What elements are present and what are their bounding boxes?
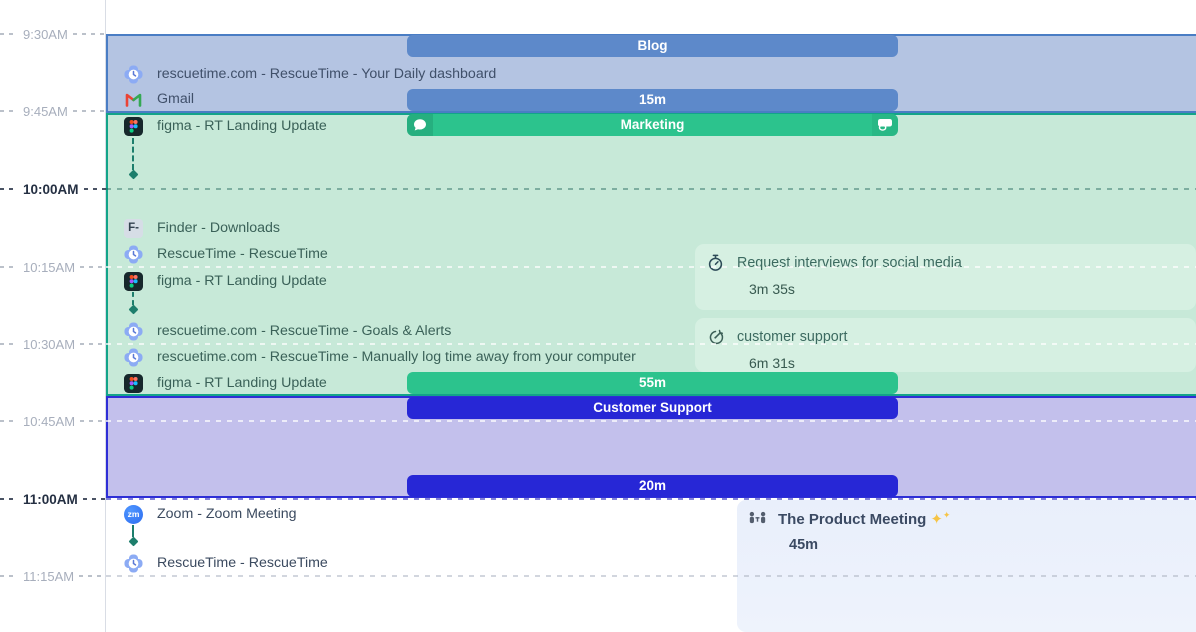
time-label: 9:45AM [23, 103, 68, 119]
rescuetime-icon [124, 347, 143, 367]
category-duration-blog: 15m [407, 89, 898, 111]
activity-label: RescueTime - RescueTime [157, 555, 328, 571]
time-label-row: 10:30AM [0, 335, 106, 353]
activity-row[interactable]: RescueTime - RescueTime [124, 553, 328, 573]
activity-row[interactable]: Gmail [124, 89, 194, 109]
gridline-1015am [106, 266, 1196, 268]
category-header-customer-support[interactable]: Customer Support [407, 397, 898, 419]
time-label-row: 9:30AM [0, 25, 106, 43]
activity-connector [132, 292, 134, 305]
zoom-icon: zm [124, 504, 143, 524]
category-duration-customer-support: 20m [407, 475, 898, 497]
category-duration-marketing: 55m [407, 372, 898, 394]
time-label: 10:30AM [23, 336, 76, 352]
time-label-row: 10:00AM [0, 180, 106, 198]
activity-row[interactable]: rescuetime.com - RescueTime - Manually l… [124, 347, 636, 367]
gridline-10am [106, 188, 1196, 190]
task-duration: 6m 31s [749, 355, 795, 371]
rescuetime-icon [124, 64, 143, 84]
time-axis-line [105, 0, 106, 632]
activity-label: RescueTime - RescueTime [157, 246, 328, 262]
task-card[interactable]: customer support 6m 31s [695, 318, 1196, 372]
time-label-row: 9:45AM [0, 102, 106, 120]
activity-row[interactable]: rescuetime.com - RescueTime - Goals & Al… [124, 321, 451, 341]
task-title: Request interviews for social media [737, 254, 962, 271]
time-label: 9:30AM [23, 26, 68, 42]
time-label-row: 11:15AM [0, 567, 106, 585]
rescuetime-icon [124, 321, 143, 341]
figma-icon [124, 373, 143, 393]
activity-label: rescuetime.com - RescueTime - Goals & Al… [157, 323, 452, 339]
category-header-marketing[interactable]: Marketing [407, 114, 898, 136]
activity-row[interactable]: zm Zoom - Zoom Meeting [124, 504, 297, 524]
figma-icon [124, 116, 143, 136]
chat-bubble-icon[interactable] [407, 114, 433, 136]
finder-icon: F- [124, 218, 143, 238]
gridline-1115am [106, 575, 1196, 577]
time-label-row: 10:45AM [0, 412, 106, 430]
activity-label: figma - RT Landing Update [157, 118, 327, 134]
meeting-duration: 45m [789, 537, 819, 553]
task-title: customer support [737, 328, 848, 345]
time-label-row: 10:15AM [0, 258, 106, 276]
task-duration: 3m 35s [749, 281, 795, 297]
activity-row[interactable]: RescueTime - RescueTime [124, 244, 328, 264]
meeting-card[interactable]: The Product Meeting✦✦ 45m [737, 500, 1196, 632]
gmail-icon [124, 90, 143, 109]
category-header-blog[interactable]: Blog [407, 35, 898, 57]
comment-note-icon[interactable] [872, 114, 898, 136]
activity-row[interactable]: figma - RT Landing Update [124, 271, 327, 291]
activity-label: rescuetime.com - RescueTime - Manually l… [157, 349, 636, 365]
rescuetime-icon [124, 553, 143, 573]
activity-label: Finder - Downloads [157, 220, 281, 236]
activity-label: Gmail [157, 91, 195, 107]
stopwatch-icon [706, 253, 725, 272]
activity-row[interactable]: figma - RT Landing Update [124, 373, 327, 393]
activity-row[interactable]: rescuetime.com - RescueTime - Your Daily… [124, 64, 496, 84]
time-label: 11:15AM [23, 568, 75, 584]
category-label: Marketing [620, 117, 685, 132]
figma-icon [124, 271, 143, 291]
activity-row[interactable]: figma - RT Landing Update [124, 116, 327, 136]
activity-label: Zoom - Zoom Meeting [157, 506, 297, 522]
gridline-1045am [106, 420, 1196, 422]
time-label-row: 11:00AM [0, 490, 106, 508]
dart-icon [706, 327, 725, 346]
sparkles-icon: ✦✦ [930, 509, 951, 528]
rescuetime-icon [124, 244, 143, 264]
task-card[interactable]: Request interviews for social media 3m 3… [695, 244, 1196, 310]
time-label: 11:00AM [23, 491, 78, 507]
time-label: 10:15AM [23, 259, 76, 275]
activity-label: figma - RT Landing Update [157, 273, 327, 289]
meeting-people-icon [748, 509, 767, 528]
meeting-title: The Product Meeting✦✦ [778, 509, 951, 528]
activity-row[interactable]: F- Finder - Downloads [124, 218, 280, 238]
gridline-11am [106, 498, 1196, 500]
gridline-1030am [106, 343, 1196, 345]
activity-label: rescuetime.com - RescueTime - Your Daily… [157, 66, 497, 82]
activity-connector [132, 138, 134, 170]
activity-label: figma - RT Landing Update [157, 375, 327, 391]
time-label: 10:45AM [23, 413, 76, 429]
time-label: 10:00AM [23, 181, 79, 197]
activity-connector [132, 525, 134, 537]
